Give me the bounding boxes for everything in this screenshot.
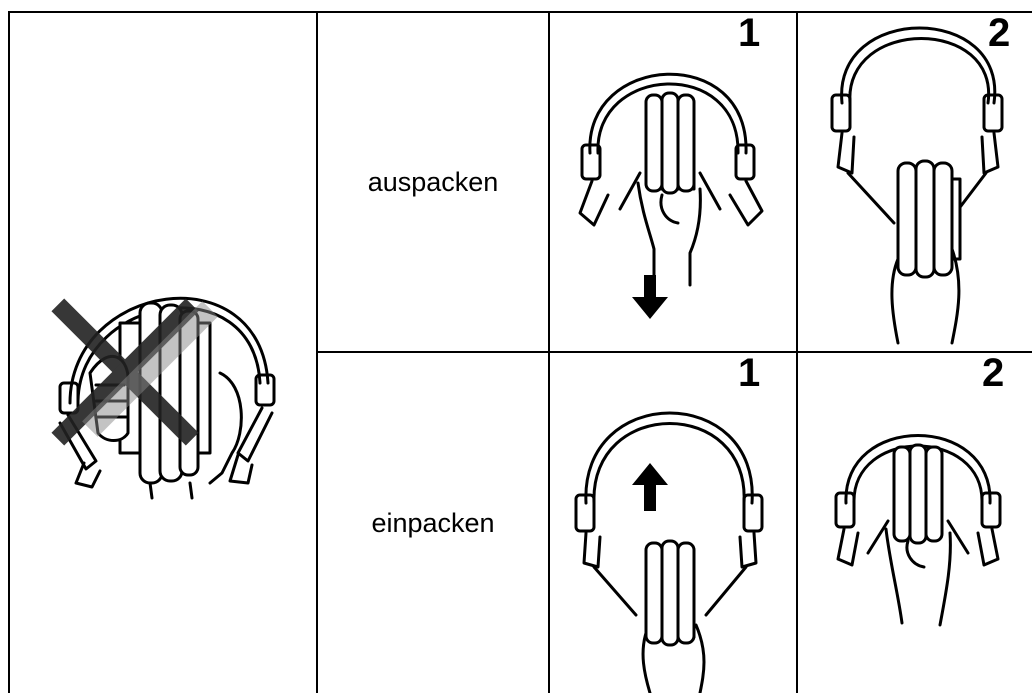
step-cell-pack-2: 2 — [796, 351, 1032, 693]
crossed-out-headphones-icon — [51, 296, 276, 500]
row-label-cell-unpack: auspacken — [316, 11, 548, 351]
step-cell-pack-1: 1 — [548, 351, 796, 693]
step-number: 2 — [982, 351, 1005, 395]
arrow-up-icon — [632, 463, 668, 511]
step-number: 2 — [988, 11, 1011, 55]
headphones-hand-icon — [830, 26, 1004, 345]
incorrect-handling-cell — [8, 11, 316, 693]
row-label-unpack: auspacken — [367, 166, 499, 197]
row-label-cell-pack: einpacken — [316, 351, 548, 693]
step-number: 1 — [738, 11, 761, 55]
arrow-down-icon — [632, 275, 668, 319]
row-label-pack: einpacken — [371, 507, 495, 538]
step-cell-unpack-1: 1 — [548, 11, 796, 351]
step-cell-unpack-2: 2 — [796, 11, 1032, 351]
headphone-handling-table: auspacken 1 2 — [8, 11, 1032, 693]
headphones-hand-icon — [834, 434, 1002, 627]
headphones-hand-icon — [574, 411, 764, 693]
step-number: 1 — [738, 351, 761, 395]
headphones-hand-icon — [578, 72, 764, 319]
